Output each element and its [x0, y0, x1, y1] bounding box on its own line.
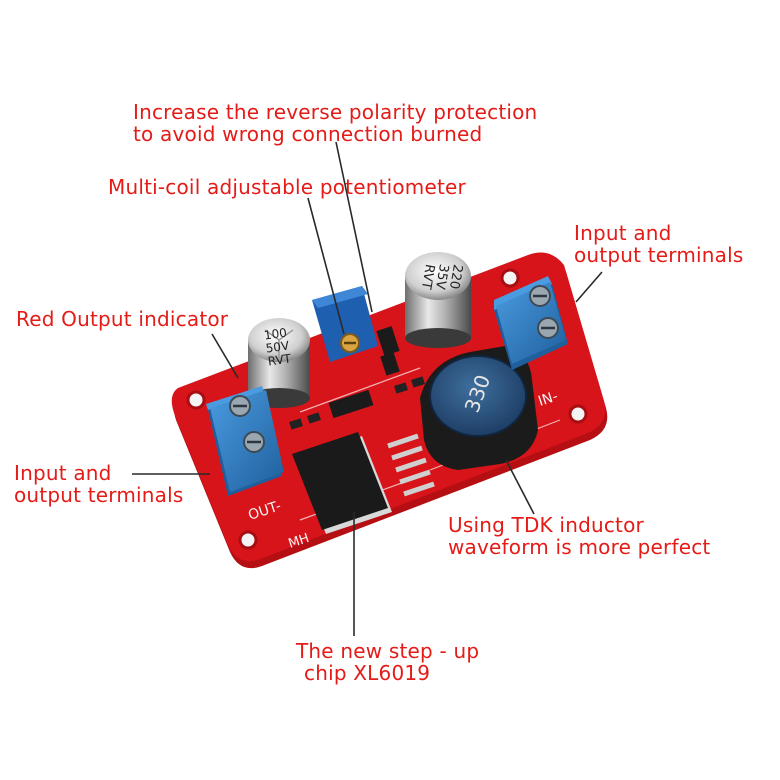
- terminal-block-right: [494, 276, 568, 370]
- silkscreen-mh-label: MH: [287, 531, 312, 552]
- callout-reverse-polarity-line1: Increase the reverse polarity protection: [133, 100, 538, 124]
- leader-potentiometer: [307, 197, 345, 335]
- capacitor-left: 100 50V RVT: [248, 318, 310, 408]
- leader-red-indicator: [211, 333, 239, 379]
- silkscreen-in-label: IN-: [536, 389, 560, 410]
- cap-left-marking-3: RVT: [267, 351, 293, 368]
- callout-terminals-right-line2: output terminals: [574, 243, 744, 267]
- callout-reverse-polarity: Increase the reverse polarity protection…: [133, 101, 537, 145]
- callout-terminals-right: Input and output terminals: [574, 222, 744, 266]
- callout-red-indicator-line1: Red Output indicator: [16, 307, 229, 331]
- leader-terminals-right: [575, 271, 603, 303]
- cap-right-marking-3: RVT: [418, 263, 437, 290]
- chip-xl6019: [292, 432, 435, 534]
- capacitor-right: 220 35V RVT: [405, 252, 471, 348]
- cap-left-marking-2: 50V: [265, 338, 291, 355]
- potentiometer: [312, 286, 378, 362]
- callout-chip-line2: chip XL6019: [304, 661, 431, 685]
- smd-components: [289, 326, 425, 430]
- callout-terminals-right-line1: Input and: [574, 221, 672, 245]
- cap-left-marking-1: 100: [263, 326, 288, 343]
- callout-reverse-polarity-line2: to avoid wrong connection burned: [133, 122, 483, 146]
- callout-potentiometer: Multi-coil adjustable potentiometer: [108, 176, 466, 198]
- leader-lines: [132, 141, 603, 636]
- callout-chip: The new step - up chip XL6019: [296, 640, 479, 684]
- callout-terminals-left-line1: Input and: [14, 461, 112, 485]
- pcb-board: [171, 252, 608, 569]
- callout-red-indicator: Red Output indicator: [16, 308, 228, 330]
- cap-right-marking-2: 35V: [432, 263, 451, 291]
- callout-inductor-line1: Using TDK inductor: [448, 513, 644, 537]
- callout-potentiometer-line1: Multi-coil adjustable potentiometer: [108, 175, 466, 199]
- callout-chip-line1: The new step - up: [296, 639, 480, 663]
- callout-terminals-left: Input and output terminals: [14, 462, 184, 506]
- leader-reverse-polarity: [335, 141, 373, 313]
- inductor: 330: [420, 346, 538, 470]
- callout-inductor: Using TDK inductor waveform is more perf…: [448, 514, 710, 558]
- callout-inductor-line2: waveform is more perfect: [448, 535, 711, 559]
- leader-inductor: [505, 459, 535, 515]
- cap-right-marking-1: 220: [446, 263, 465, 290]
- callout-terminals-left-line2: output terminals: [14, 483, 184, 507]
- terminal-block-left: [206, 386, 284, 496]
